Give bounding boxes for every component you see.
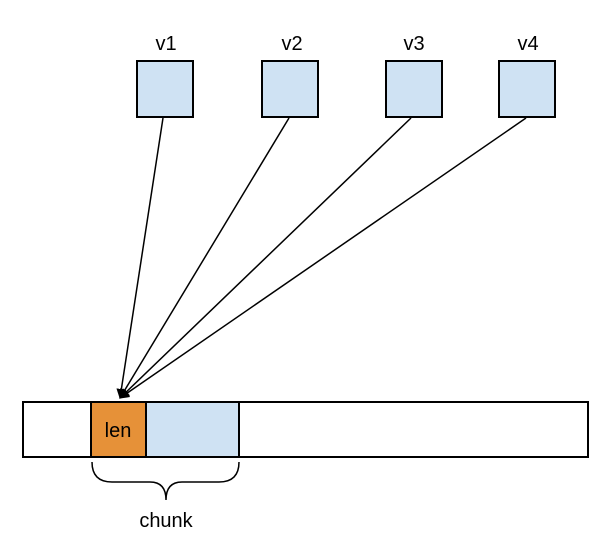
variable-v1: v1 (136, 33, 194, 118)
variable-label: v3 (403, 33, 424, 55)
pointer-arrow-v1 (116, 117, 164, 399)
variable-box (261, 60, 319, 118)
chunk-brace (91, 461, 240, 501)
pointer-arrow-v4 (119, 117, 527, 399)
len-cell (90, 401, 147, 458)
variable-label: v4 (517, 33, 538, 55)
pointer-arrow-v3 (119, 117, 412, 399)
len-label: len (105, 420, 132, 442)
variable-v2: v2 (261, 33, 319, 118)
variable-v3: v3 (385, 33, 443, 118)
variable-box (136, 60, 194, 118)
data-cell (145, 401, 240, 458)
variable-box (498, 60, 556, 118)
variable-label: v2 (281, 33, 302, 55)
variable-v4: v4 (498, 33, 556, 118)
pointer-arrow-v2 (119, 117, 290, 399)
variable-label: v1 (155, 33, 176, 55)
chunk-label: chunk (139, 510, 193, 532)
variable-box (385, 60, 443, 118)
